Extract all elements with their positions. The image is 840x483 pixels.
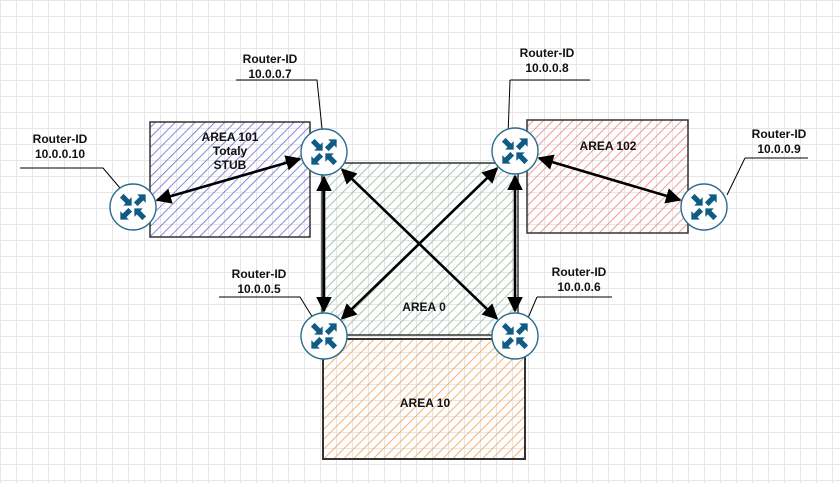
router-id-title: Router-ID <box>551 265 607 279</box>
router-label-r10: Router-ID 10.0.0.10 <box>24 132 96 162</box>
router-id-title: Router-ID <box>231 267 287 281</box>
router-label-r5: Router-ID 10.0.0.5 <box>224 267 294 297</box>
area-102-label: AREA 102 <box>579 139 637 153</box>
router-label-r8: Router-ID 10.0.0.8 <box>512 46 582 76</box>
router-label-r6: Router-ID 10.0.0.6 <box>544 265 614 295</box>
router-id-title: Router-ID <box>519 46 575 60</box>
leader-r10 <box>20 167 121 189</box>
router-label-r9: Router-ID 10.0.0.9 <box>744 127 814 157</box>
router-id-value: 10.0.0.5 <box>237 282 281 296</box>
leader-r7 <box>236 79 324 139</box>
router-id-title: Router-ID <box>242 52 298 66</box>
links <box>155 154 682 320</box>
area-10-box <box>322 338 526 460</box>
router-label-r7: Router-ID 10.0.0.7 <box>235 52 305 82</box>
area-0-label: AREA 0 <box>402 300 446 314</box>
router-id-title: Router-ID <box>32 132 88 146</box>
leader-r5 <box>219 296 314 319</box>
label-leaders <box>20 79 808 319</box>
router-id-title: Router-ID <box>751 127 807 141</box>
router-id-value: 10.0.0.7 <box>248 67 292 81</box>
router-r7-icon[interactable] <box>300 128 348 176</box>
router-r6-icon[interactable] <box>491 312 539 360</box>
router-r9-icon[interactable] <box>680 183 728 231</box>
link-r10-r7 <box>155 155 302 204</box>
area-101-label: AREA 101 Totaly STUB <box>190 130 270 172</box>
link-r8-r5 <box>340 167 499 320</box>
area-101-line3: STUB <box>213 158 247 172</box>
router-id-value: 10.0.0.8 <box>525 61 569 75</box>
router-r8-icon[interactable] <box>491 127 539 175</box>
area-10-label: AREA 10 <box>399 396 451 410</box>
area-102-box <box>526 119 689 234</box>
routers <box>109 127 728 360</box>
router-id-value: 10.0.0.9 <box>757 142 801 156</box>
router-r10-icon[interactable] <box>109 183 157 231</box>
link-r8-r9 <box>537 154 682 204</box>
router-id-value: 10.0.0.10 <box>34 147 86 161</box>
router-id-value: 10.0.0.6 <box>557 280 601 294</box>
area-101-line2: Totaly <box>212 144 248 158</box>
router-r5-icon[interactable] <box>300 312 348 360</box>
area-101-line1: AREA 101 <box>201 130 259 144</box>
